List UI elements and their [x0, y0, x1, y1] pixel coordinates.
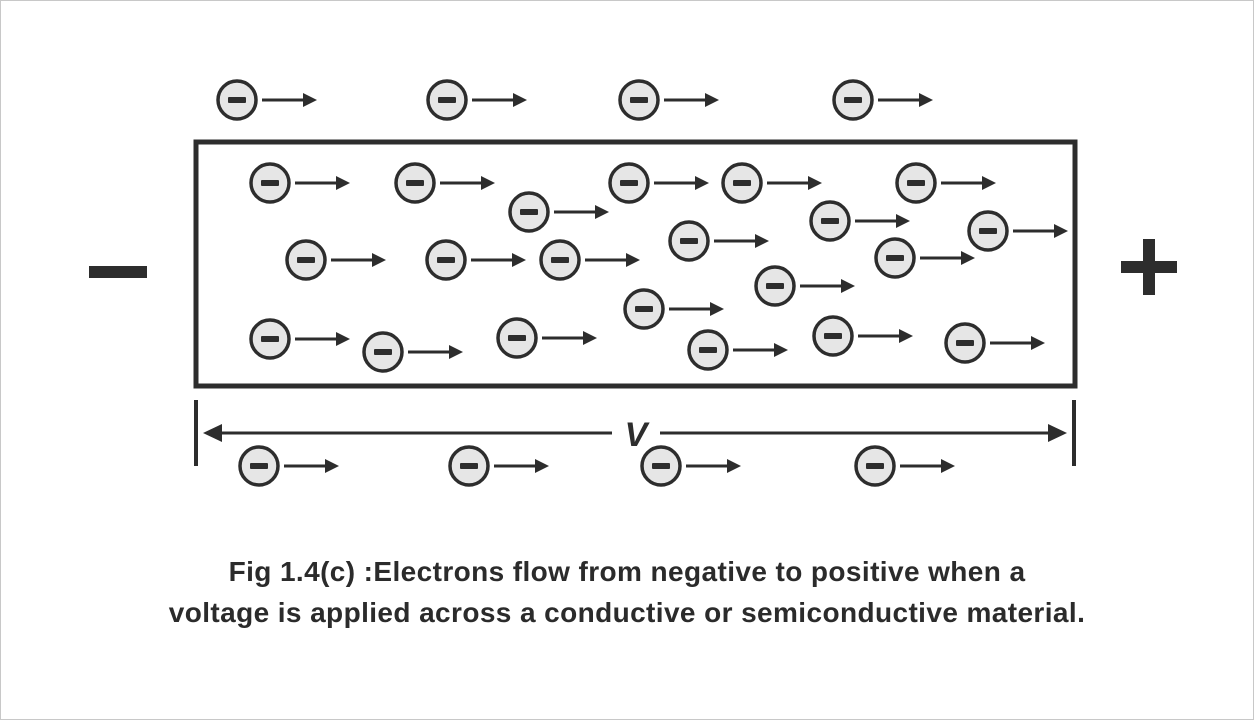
minus-sign-icon: [886, 255, 904, 261]
minus-sign-icon: [250, 463, 268, 469]
minus-sign-icon: [821, 218, 839, 224]
electrons-group: [216, 79, 1068, 487]
minus-sign-icon: [551, 257, 569, 263]
minus-sign-icon: [699, 347, 717, 353]
electron: [608, 162, 709, 204]
arrow-right-icon: [481, 176, 495, 190]
electron: [874, 237, 975, 279]
arrow-right-icon: [336, 176, 350, 190]
arrow-right-icon: [961, 251, 975, 265]
electron: [668, 220, 769, 262]
minus-sign-icon: [437, 257, 455, 263]
arrow-right-icon: [513, 93, 527, 107]
electron: [496, 317, 597, 359]
arrow-right-icon: [841, 279, 855, 293]
arrow-right-icon: [808, 176, 822, 190]
electron: [687, 329, 788, 371]
minus-sign-icon: [374, 349, 392, 355]
electron: [285, 239, 386, 281]
electron: [812, 315, 913, 357]
electron: [944, 322, 1045, 364]
electron: [623, 288, 724, 330]
minus-sign-icon: [956, 340, 974, 346]
arrow-right-icon: [941, 459, 955, 473]
minus-sign-icon: [520, 209, 538, 215]
minus-sign-icon: [979, 228, 997, 234]
electron-flow-diagram: − + V: [89, 79, 1177, 487]
arrow-right-icon: [982, 176, 996, 190]
conductor-block: [193, 139, 1078, 389]
arrow-right-icon: [1054, 224, 1068, 238]
negative-terminal-label: −: [118, 279, 119, 281]
minus-sign-icon: [844, 97, 862, 103]
arrow-right-icon: [705, 93, 719, 107]
arrow-right-icon: [896, 214, 910, 228]
electron: [967, 210, 1068, 252]
minus-sign-icon: [297, 257, 315, 263]
minus-sign-icon: [630, 97, 648, 103]
arrow-right-icon: [755, 234, 769, 248]
minus-sign-icon: [680, 238, 698, 244]
arrow-right-icon: [595, 205, 609, 219]
minus-sign-icon: [866, 463, 884, 469]
electron: [249, 318, 350, 360]
positive-terminal: +: [1121, 239, 1177, 295]
minus-sign-icon: [733, 180, 751, 186]
electron: [426, 79, 527, 121]
minus-sign-icon: [907, 180, 925, 186]
electron: [721, 162, 822, 204]
minus-sign-icon: [652, 463, 670, 469]
negative-terminal: −: [89, 266, 147, 281]
arrow-right-icon: [372, 253, 386, 267]
electron: [539, 239, 640, 281]
arrow-right-icon: [512, 253, 526, 267]
minus-sign-icon: [508, 335, 526, 341]
arrow-right-icon: [899, 329, 913, 343]
arrow-right-icon: [710, 302, 724, 316]
minus-sign-icon: [620, 180, 638, 186]
voltage-indicator: V: [194, 400, 1076, 466]
minus-sign-icon: [438, 97, 456, 103]
arrow-right-icon: [303, 93, 317, 107]
arrow-right-icon: [1031, 336, 1045, 350]
arrow-right-icon: [919, 93, 933, 107]
electron: [895, 162, 996, 204]
arrow-right-icon: [626, 253, 640, 267]
electron: [249, 162, 350, 204]
minus-sign-icon: [460, 463, 478, 469]
voltage-label: V: [625, 416, 651, 454]
electron: [362, 331, 463, 373]
arrow-right-icon: [336, 332, 350, 346]
electron: [832, 79, 933, 121]
arrow-right-icon: [449, 345, 463, 359]
electron: [425, 239, 526, 281]
electron: [448, 445, 549, 487]
electron: [618, 79, 719, 121]
arrow-right-icon: [727, 459, 741, 473]
minus-sign-icon: [228, 97, 246, 103]
electron: [640, 445, 741, 487]
minus-sign-icon: [766, 283, 784, 289]
electron: [754, 265, 855, 307]
arrow-right-icon: [535, 459, 549, 473]
caption-line-2: voltage is applied across a conductive o…: [168, 597, 1086, 628]
arrow-right-icon: [583, 331, 597, 345]
arrow-right-icon: [774, 343, 788, 357]
electron: [508, 191, 609, 233]
electron: [854, 445, 955, 487]
electron: [216, 79, 317, 121]
electron: [394, 162, 495, 204]
arrow-right-icon: [325, 459, 339, 473]
minus-sign-icon: [406, 180, 424, 186]
minus-sign-icon: [824, 333, 842, 339]
electron: [238, 445, 339, 487]
minus-sign-icon: [261, 180, 279, 186]
electron: [809, 200, 910, 242]
minus-sign-icon: [635, 306, 653, 312]
caption-line-1: Fig 1.4(c) :Electrons flow from negative…: [228, 556, 1026, 587]
minus-sign-icon: [261, 336, 279, 342]
arrow-right-icon: [695, 176, 709, 190]
